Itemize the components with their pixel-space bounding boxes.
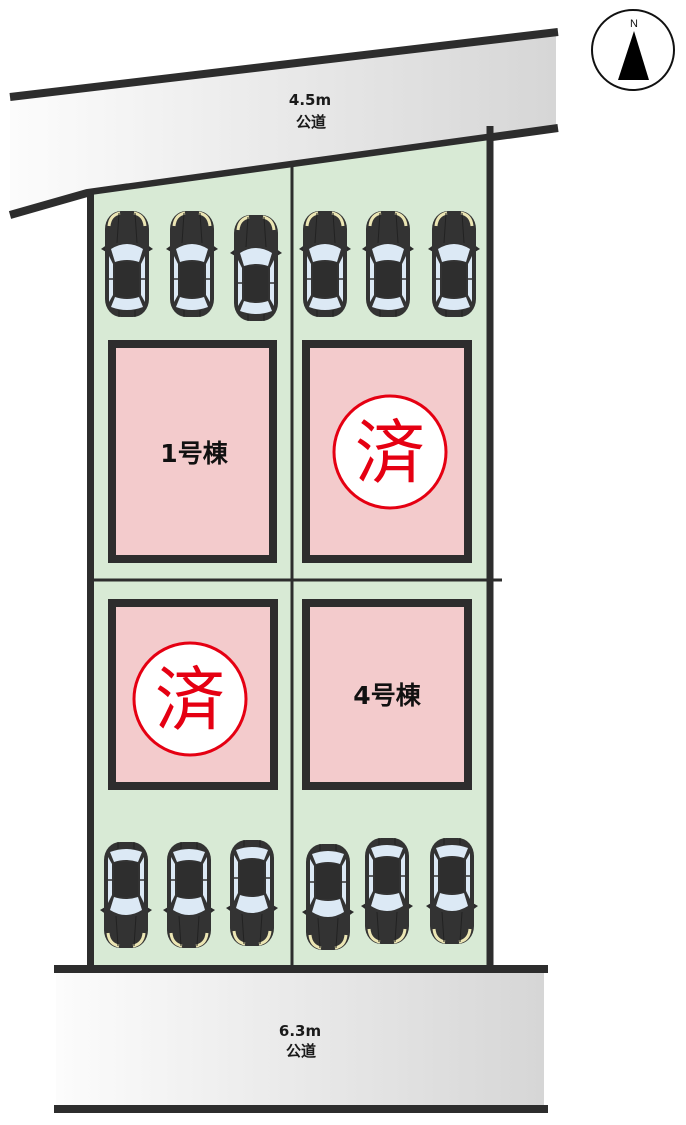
north-road-surface (10, 32, 556, 215)
sold-stamp-char: 済 (355, 412, 425, 494)
lot-3: 済 (108, 599, 278, 790)
parked-car-icon (230, 213, 282, 323)
sold-stamp-char: 済 (155, 659, 225, 741)
compass-label: N (630, 18, 638, 30)
north-road-type: 公道 (296, 113, 326, 131)
house-footprint (302, 599, 472, 790)
parked-car-icon (361, 836, 413, 946)
sold-stamp: 済 (332, 394, 448, 510)
south-road-surface (56, 972, 544, 1106)
parked-car-icon (100, 840, 152, 950)
parked-car-icon (362, 209, 414, 319)
parked-car-icon (302, 842, 354, 952)
parked-car-icon (166, 209, 218, 319)
parked-car-icon (299, 209, 351, 319)
lot-4: 4号棟 (302, 599, 472, 790)
lot-label: 1号棟 (160, 439, 228, 468)
north-road-far-edge (9, 28, 559, 101)
lot-2: 済 (302, 340, 472, 563)
lot-label: 4号棟 (353, 681, 421, 710)
lot-1: 1号棟 (108, 340, 277, 563)
sold-stamp-circle (132, 641, 248, 757)
sold-stamp-circle (332, 394, 448, 510)
south-road-width: 6.3m (279, 1022, 321, 1040)
north-arrow-icon (618, 31, 649, 80)
south-road-type: 公道 (286, 1042, 316, 1060)
south-road: 6.3m 公道 (54, 965, 548, 1113)
parked-car-icon (163, 840, 215, 950)
north-road-width: 4.5m (289, 91, 331, 109)
parked-car-icon (428, 209, 480, 319)
sold-stamp: 済 (132, 641, 248, 757)
parked-car-icon (426, 836, 478, 946)
north-compass-icon: N (591, 9, 675, 91)
parked-car-icon (226, 838, 278, 948)
parked-car-icon (101, 209, 153, 319)
house-footprint (108, 340, 277, 563)
